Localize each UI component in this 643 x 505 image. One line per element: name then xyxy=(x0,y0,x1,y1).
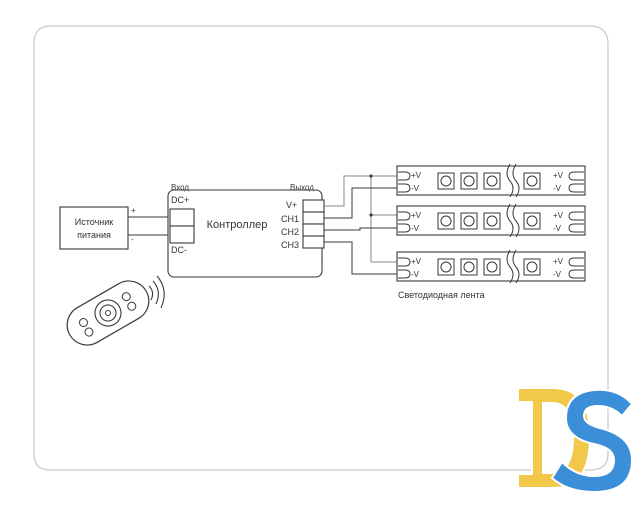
strip-minus-v-right-label: -V xyxy=(553,184,562,193)
ch3-label: CH3 xyxy=(281,240,299,250)
terminal-dc-minus xyxy=(169,225,195,244)
strip-connector-minus-right xyxy=(568,183,584,193)
led-lens xyxy=(440,215,452,227)
strip-break-mark-1 xyxy=(506,163,514,198)
junction-dot-2 xyxy=(369,213,373,217)
logo-letter-s xyxy=(550,388,634,494)
remote-ring-outer xyxy=(94,299,122,327)
remote-button-2 xyxy=(84,327,94,337)
strip-minus-v-right-label: -V xyxy=(553,224,562,233)
wire-ch1 xyxy=(324,187,398,219)
wire-ch2 xyxy=(324,227,398,231)
terminal-vplus xyxy=(302,199,325,213)
power-supply: Источник питания + - xyxy=(59,206,170,250)
remote-ring-inner xyxy=(99,304,117,322)
strip-connector-plus-right xyxy=(568,171,584,181)
ch2-label: CH2 xyxy=(281,227,299,237)
led-lens xyxy=(486,215,498,227)
strip-break-mark-2 xyxy=(512,249,520,284)
vplus-label: V+ xyxy=(286,200,297,210)
led-lens xyxy=(440,175,452,187)
terminal-ch1 xyxy=(302,211,325,225)
led-lens xyxy=(463,175,475,187)
strip-break-mark-1 xyxy=(506,249,514,284)
strip-connector-plus xyxy=(398,257,411,267)
ds-logo xyxy=(517,387,634,494)
led-lens xyxy=(526,261,538,273)
led-lens xyxy=(526,175,538,187)
strip-connector-minus-right xyxy=(568,223,584,233)
strip-plus-v-label: +V xyxy=(411,211,422,220)
strip-plus-v-right-label: +V xyxy=(553,171,564,180)
power-supply-box xyxy=(59,206,129,250)
led-lens xyxy=(486,261,498,273)
led-strip-1: +V -V +V -V xyxy=(396,163,586,198)
controller: Вход DC+ DC- Контроллер Выход V+ CH1 CH2… xyxy=(167,183,325,278)
strip-plus-v-right-label: +V xyxy=(553,211,564,220)
remote-body xyxy=(66,280,150,346)
power-minus-sign: - xyxy=(131,235,134,244)
strip-caption: Светодиодная лента xyxy=(398,290,485,300)
strip-connector-minus xyxy=(398,183,411,193)
led-strips: +V -V +V -V +V -V +V -V +V -V +V -V xyxy=(396,163,586,284)
wire-ch3 xyxy=(324,241,398,275)
strip-break-mark-2 xyxy=(512,163,520,198)
remote-button-4 xyxy=(127,301,137,311)
remote-button-1 xyxy=(78,318,88,328)
strip-break-mark-2 xyxy=(512,203,520,238)
terminal-dc-plus xyxy=(169,208,195,227)
ch1-label: CH1 xyxy=(281,214,299,224)
controller-output-label: Выход xyxy=(290,183,314,192)
led-lens xyxy=(440,261,452,273)
strip-connector-minus-right xyxy=(568,269,584,279)
strip-plus-v-label: +V xyxy=(411,257,422,266)
controller-title: Контроллер xyxy=(207,219,268,231)
strip-minus-v-label: -V xyxy=(411,224,420,233)
led-lens xyxy=(463,261,475,273)
signal-waves-icon xyxy=(148,275,165,309)
power-supply-label-1: Источник xyxy=(75,217,113,227)
strip-connector-plus-right xyxy=(568,211,584,221)
led-lens xyxy=(486,175,498,187)
power-plus-sign: + xyxy=(131,206,136,215)
output-wiring xyxy=(324,174,398,275)
strip-minus-v-right-label: -V xyxy=(553,270,562,279)
remote-center-button xyxy=(105,310,111,316)
strip-connector-plus xyxy=(398,171,411,181)
terminal-ch2 xyxy=(302,223,325,237)
strip-minus-v-label: -V xyxy=(411,184,420,193)
power-supply-label-2: питания xyxy=(77,230,111,240)
strip-plus-v-label: +V xyxy=(411,171,422,180)
strip-minus-v-label: -V xyxy=(411,270,420,279)
remote-button-3 xyxy=(121,292,131,302)
strip-connector-minus xyxy=(398,269,411,279)
strip-connector-minus xyxy=(398,223,411,233)
dc-plus-label: DC+ xyxy=(171,195,189,205)
strip-break-mark-1 xyxy=(506,203,514,238)
junction-dot-1 xyxy=(369,174,373,178)
led-strip-2: +V -V +V -V xyxy=(396,203,586,238)
led-lens xyxy=(526,215,538,227)
dc-minus-label: DC- xyxy=(171,245,187,255)
led-strip-3: +V -V +V -V xyxy=(396,249,586,284)
strip-plus-v-right-label: +V xyxy=(553,257,564,266)
strip-connector-plus-right xyxy=(568,257,584,267)
controller-input-label: Вход xyxy=(171,183,189,192)
terminal-ch3 xyxy=(302,235,325,249)
remote-control xyxy=(66,280,150,346)
strip-connector-plus xyxy=(398,211,411,221)
led-lens xyxy=(463,215,475,227)
